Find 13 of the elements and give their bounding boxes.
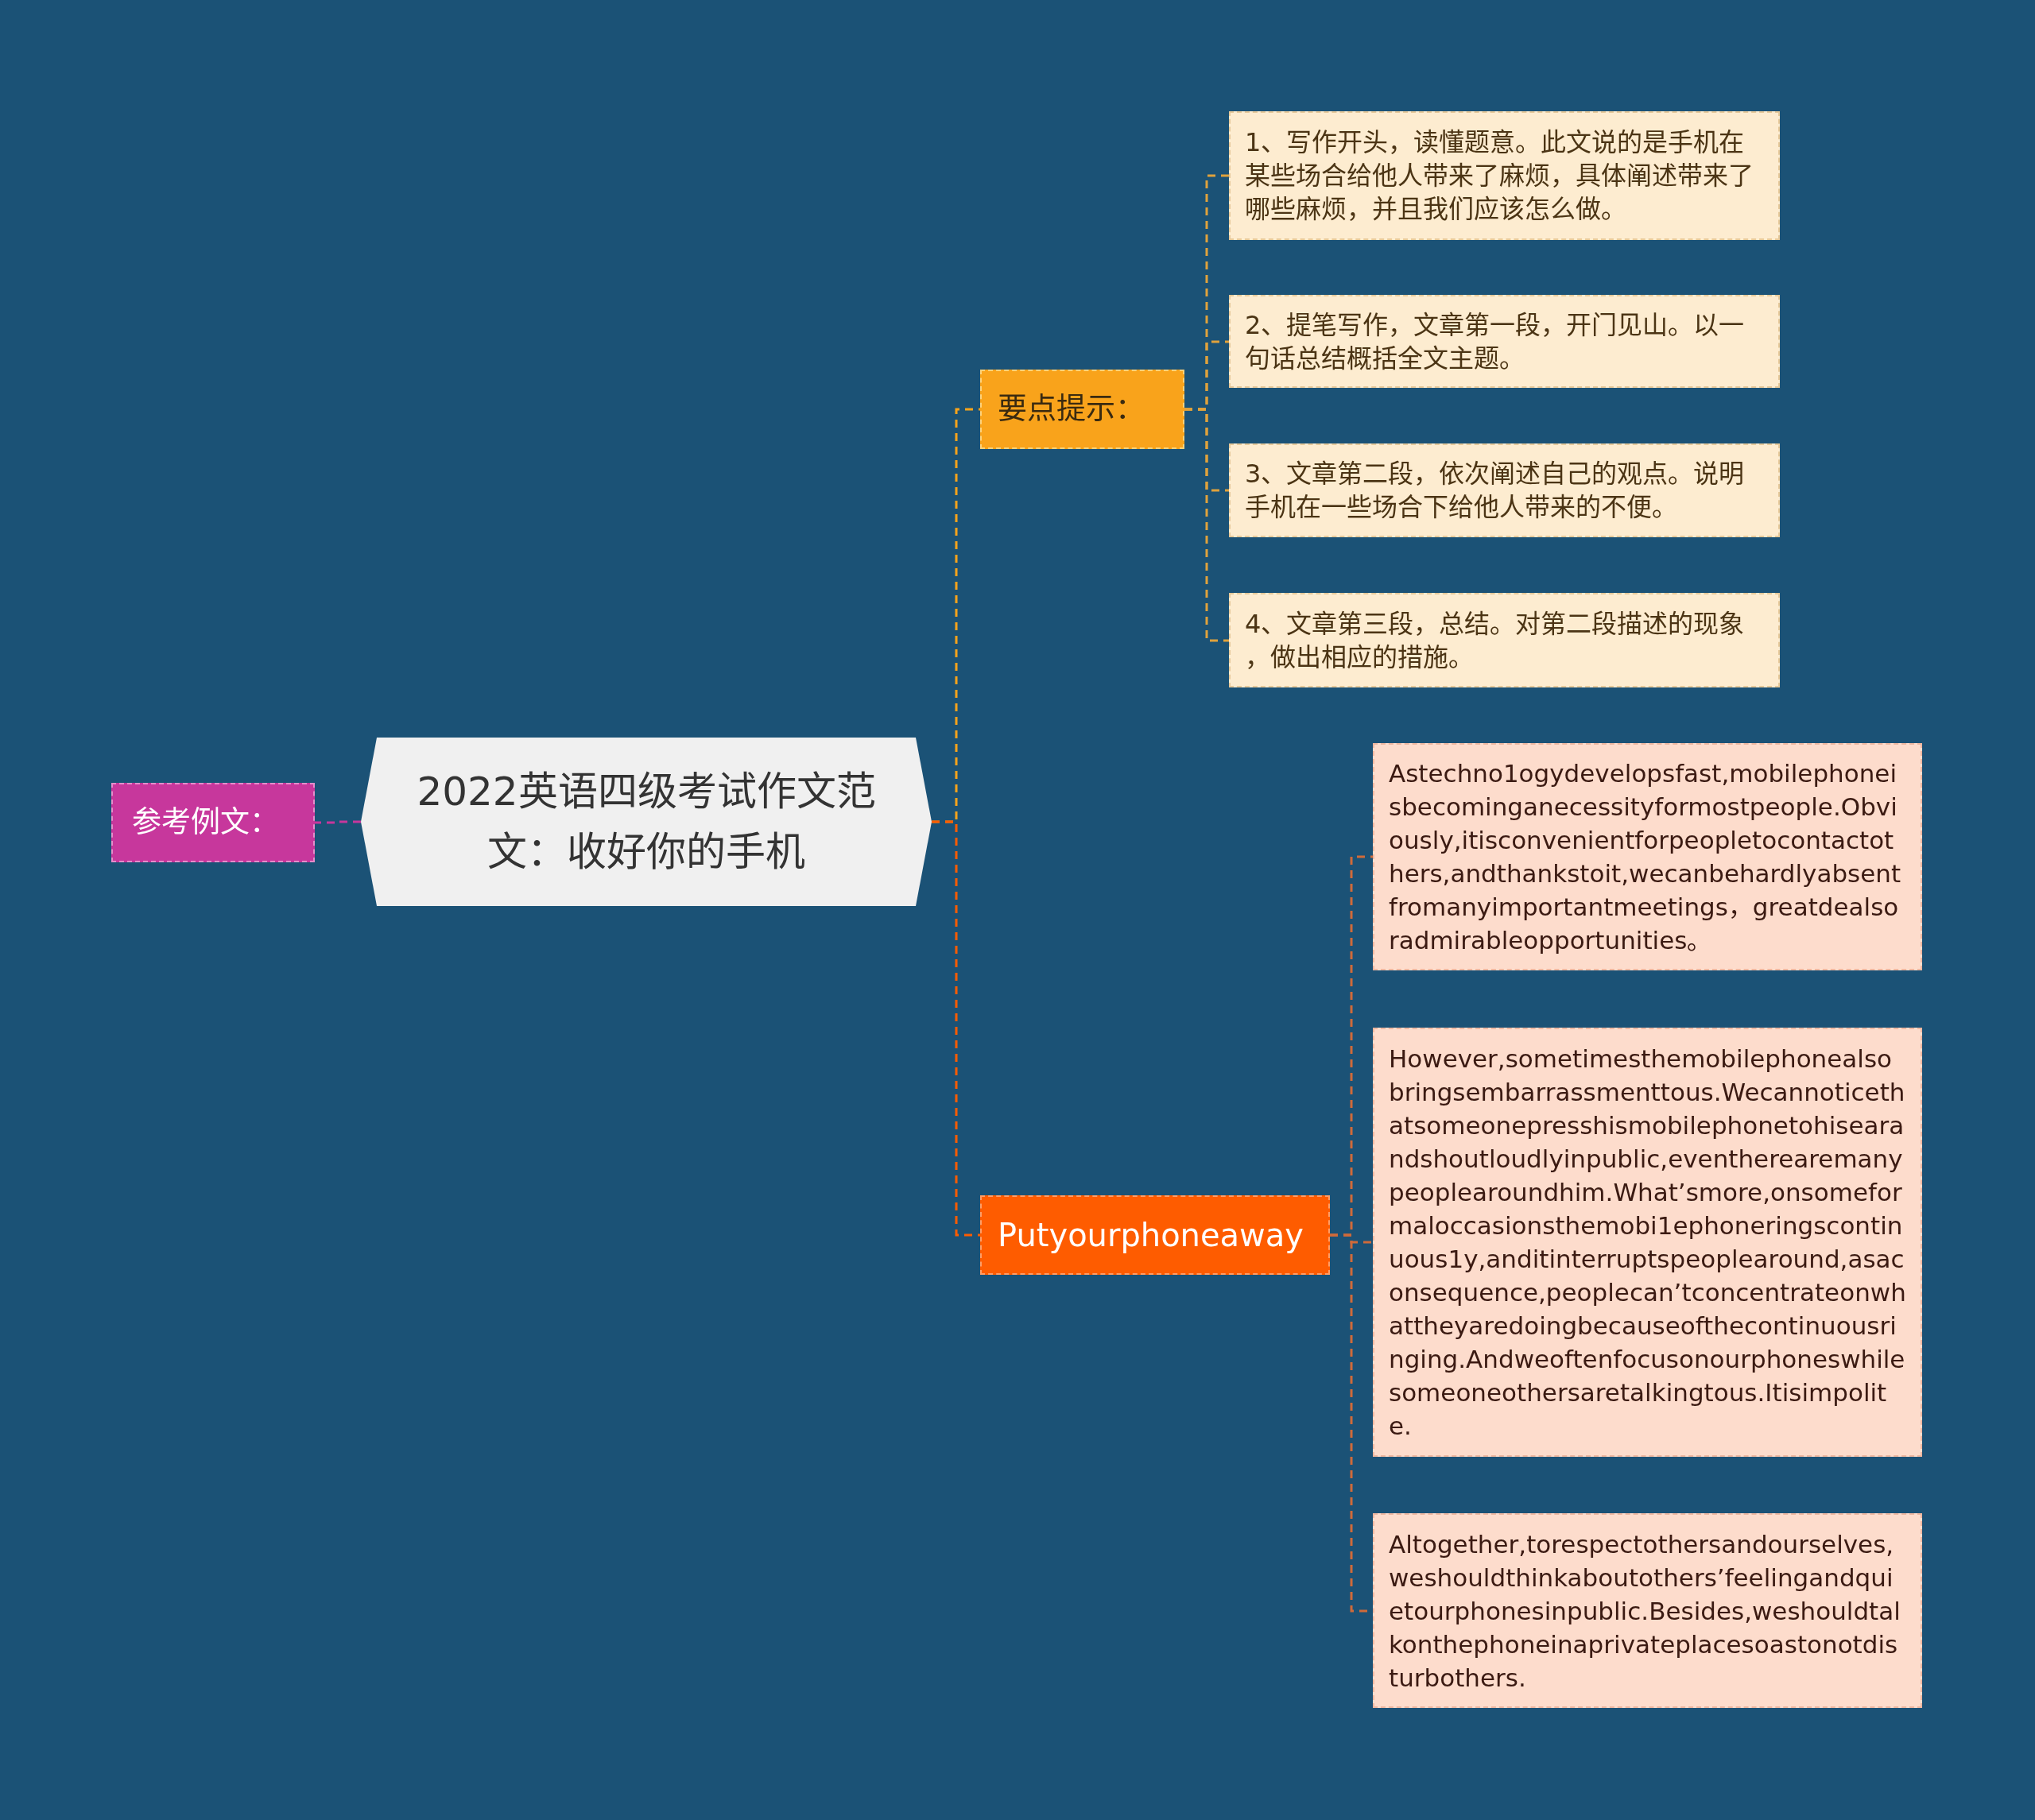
branch-box: 参考例文： [111,783,315,862]
note-box: However,sometimesthemobilephonealsobringsembarrassmenttous.Wecannoticethatsomeonepresshismobilephonetohisearandshoutloudlyinpublic,eventherearemanypeoplearoundhim.What’smore,onsomeformaloccasionsthemobi1ephoneringscontinuous1y,anditinterruptspeoplearound,asaconsequence,peoplecan’tconcentrateonwhattheyaredoingbecauseofthecontinuousringing.Andweoftenfocusonourphoneswhilesomeoneothersaretalkingtous.Itisimpolite. [1373,1028,1922,1457]
note-box: 1、写作开头，读懂题意。此文说的是手机在某些场合给他人带来了麻烦，具体阐述带来了哪些麻烦，并且我们应该怎么做。 [1229,111,1780,240]
connector-line [932,820,980,1237]
note-box: Altogether,torespectothersandourselves,weshouldthinkaboutothers’feelingandquietourphonesinpublic.Besides,weshouldtalkonthephoneinaprivateplacesoastonotdisturbothers. [1373,1513,1922,1708]
note-box: 4、文章第三段，总结。对第二段描述的现象，做出相应的措施。 [1229,593,1780,687]
note-box: Astechno1ogydevelopsfast,mobilephoneisbecominganecessityformostpeople.Obviously,itisconvenientforpeopletocontactothers,andthankstoit,wecanbehardlyabsentfromanyimportantmeetings，greatdealsoradmirableopportunities。 [1373,743,1922,970]
connector-line [315,820,361,824]
branch-box: Putyourphoneaway [980,1195,1330,1275]
note-box: 2、提笔写作，文章第一段，开门见山。以一句话总结概括全文主题。 [1229,295,1780,388]
note-box: 3、文章第二段，依次阐述自己的观点。说明手机在一些场合下给他人带来的不便。 [1229,443,1780,537]
connector-line [1184,408,1229,642]
branch-box: 要点提示： [980,370,1184,449]
